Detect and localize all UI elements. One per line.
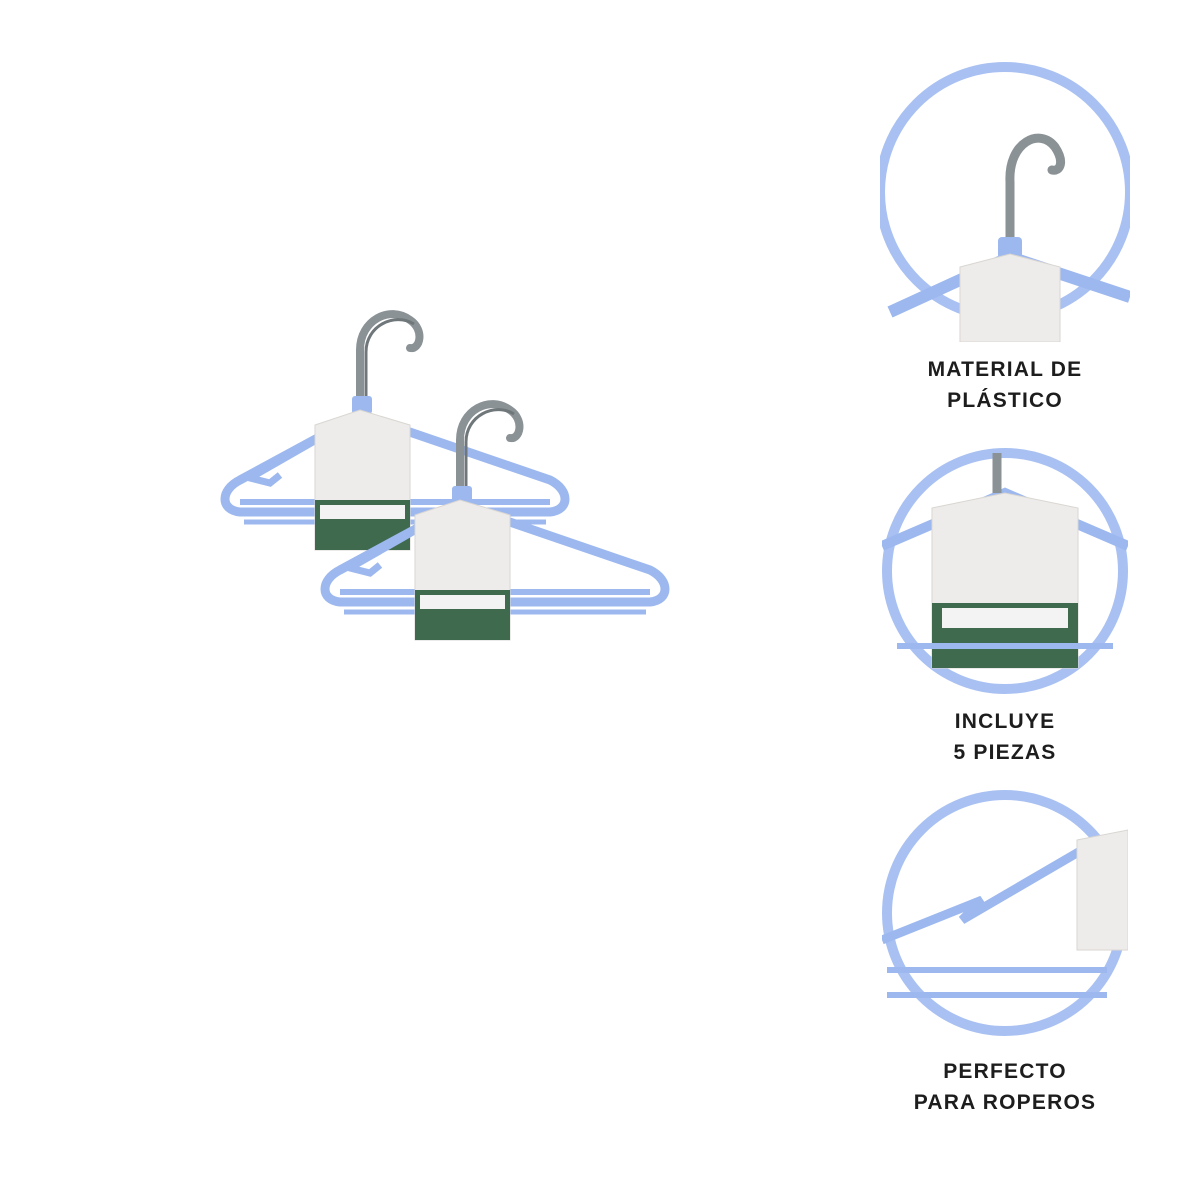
feature-caption-line: INCLUYE <box>954 710 1056 733</box>
feature-pieces-caption: INCLUYE 5 PIEZAS <box>870 706 1140 768</box>
feature-caption-line: PLÁSTICO <box>947 389 1063 412</box>
feature-pieces <box>882 448 1128 694</box>
product-photo <box>190 300 680 720</box>
feature-material-caption: MATERIAL DE PLÁSTICO <box>870 354 1140 416</box>
hanger-arm-closeup-icon <box>882 790 1128 1036</box>
feature-caption-line: MATERIAL DE <box>927 358 1083 381</box>
hanger-pack-illustration <box>190 300 680 720</box>
hanger-stack-closeup-icon <box>882 448 1128 694</box>
feature-caption-line: PARA ROPEROS <box>913 1091 1097 1114</box>
hanger-hook-closeup-icon <box>880 62 1130 342</box>
feature-caption-line: 5 PIEZAS <box>953 741 1057 764</box>
feature-closets <box>882 790 1128 1036</box>
feature-caption-line: PERFECTO <box>943 1060 1067 1083</box>
feature-closets-caption: PERFECTO PARA ROPEROS <box>870 1056 1140 1118</box>
feature-material <box>880 42 1130 342</box>
